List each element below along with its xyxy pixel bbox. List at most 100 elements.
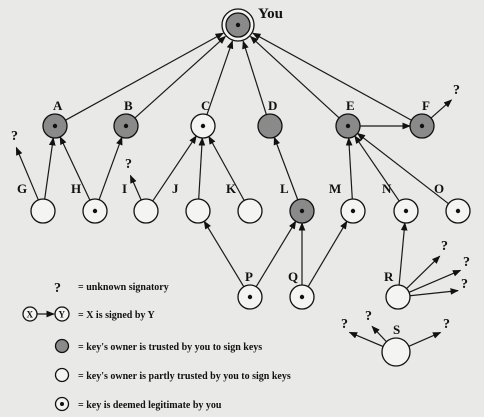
- node-k: K: [226, 181, 263, 224]
- node-b: B: [113, 98, 139, 139]
- edge-r-to-n: [398, 222, 408, 286]
- node-i: I: [122, 181, 159, 224]
- node-p: P: [237, 269, 263, 310]
- unknown-signatory-mark: ?: [11, 129, 18, 144]
- node-s: S: [381, 322, 411, 367]
- key-circle: [30, 198, 56, 224]
- key-circle: [185, 198, 211, 224]
- node-q: Q: [288, 269, 315, 310]
- node-label: K: [226, 181, 237, 196]
- legend-trusted-circle: [54, 338, 70, 354]
- legend-signed-text: = X is signed by Y: [78, 310, 156, 321]
- key-circle: [257, 113, 283, 139]
- legit-dot: [350, 208, 356, 214]
- unknown-edge-q-s1: [348, 331, 384, 348]
- key-circle: [133, 198, 159, 224]
- legit-dot: [403, 208, 409, 214]
- legend-trusted-text: = key's owner is trusted by you to sign …: [78, 342, 262, 353]
- edges: ?????????: [11, 32, 470, 348]
- legit-dot: [200, 123, 206, 129]
- node-label: J: [172, 181, 179, 196]
- unknown-signatory-mark: ?: [341, 317, 348, 332]
- legend-legit-dot: [60, 402, 64, 406]
- node-l: L: [280, 181, 315, 224]
- legit-dot: [123, 123, 129, 129]
- node-m: M: [329, 181, 366, 224]
- legit-dot: [419, 123, 425, 129]
- edge-h-to-b: [98, 136, 123, 200]
- node-label: M: [329, 181, 341, 196]
- node-f: F: [409, 98, 435, 139]
- edge-a-to-you: [65, 32, 224, 121]
- node-label: H: [71, 181, 81, 196]
- key-circle: [381, 337, 411, 367]
- you-label: You: [258, 6, 283, 22]
- node-label: C: [201, 98, 210, 113]
- legend-legit-text: = key is deemed legitimate by you: [78, 400, 222, 411]
- edge-i-to-c: [152, 135, 197, 202]
- node-a: A: [42, 98, 68, 139]
- node-h: H: [71, 181, 108, 224]
- unknown-edge-q-s2: [371, 325, 387, 343]
- node-label: F: [422, 98, 430, 113]
- node-label: B: [124, 98, 133, 113]
- edge-f-to-you: [252, 32, 412, 121]
- edge-m-to-e: [345, 137, 353, 200]
- unknown-signatory-mark: ?: [443, 317, 450, 332]
- node-label: G: [17, 181, 27, 196]
- edge-g-to-a: [44, 137, 56, 200]
- legend-unknown-text: = unknown signatory: [78, 282, 169, 293]
- edge-e-to-you: [249, 35, 340, 119]
- node-g: G: [17, 181, 56, 224]
- edge-l-to-d: [273, 136, 299, 200]
- edge-p-to-l: [255, 220, 297, 288]
- unknown-signatory-mark: ?: [365, 309, 372, 324]
- node-label: R: [384, 269, 394, 284]
- unknown-edge-q-r3: [409, 288, 459, 297]
- node-label: A: [53, 98, 63, 113]
- node-n: N: [382, 181, 419, 224]
- node-label: D: [268, 98, 277, 113]
- node-label: P: [245, 269, 253, 284]
- edge-j-to-c: [198, 137, 206, 200]
- legend-partly-text: = key's owner is partly trusted by you t…: [78, 371, 291, 382]
- legit-dot: [299, 208, 305, 214]
- unknown-edge-q-r2: [408, 269, 462, 293]
- unknown-edge-q-s3: [408, 331, 442, 347]
- node-j: J: [172, 181, 211, 224]
- edge-o-to-e: [356, 132, 449, 205]
- node-label: I: [122, 181, 127, 196]
- node-label: E: [346, 98, 355, 113]
- edge-p-to-j: [203, 220, 245, 288]
- key-circle: [237, 198, 263, 224]
- legit-dot: [345, 123, 351, 129]
- unknown-edge-q-g: [15, 146, 39, 201]
- edge-k-to-c: [208, 135, 245, 201]
- node-label: S: [393, 322, 400, 337]
- unknown-signatory-mark: ?: [441, 239, 448, 254]
- unknown-edge-q-r1: [406, 255, 441, 290]
- node-label: O: [434, 181, 444, 196]
- unknown-signatory-mark: ?: [125, 157, 132, 172]
- node-o: O: [434, 181, 471, 224]
- edge-n-to-e: [354, 135, 400, 202]
- edge-b-to-you: [134, 35, 226, 119]
- legend-y-letter: Y: [59, 310, 66, 320]
- node-label: L: [280, 181, 289, 196]
- legend-unknown-symbol: ?: [54, 281, 61, 296]
- legend: ? = unknown signatory X Y = X is signed …: [22, 281, 291, 412]
- legit-dot: [455, 208, 461, 214]
- legit-dot: [235, 22, 241, 28]
- node-label: Q: [288, 269, 298, 284]
- edge-q-to-m: [307, 220, 348, 287]
- legit-dot: [92, 208, 98, 214]
- node-you: [221, 8, 255, 42]
- node-r: R: [384, 269, 411, 310]
- unknown-signatory-mark: ?: [453, 83, 460, 98]
- unknown-edge-q-i: [129, 174, 142, 201]
- node-c: C: [190, 98, 216, 139]
- key-circle: [385, 284, 411, 310]
